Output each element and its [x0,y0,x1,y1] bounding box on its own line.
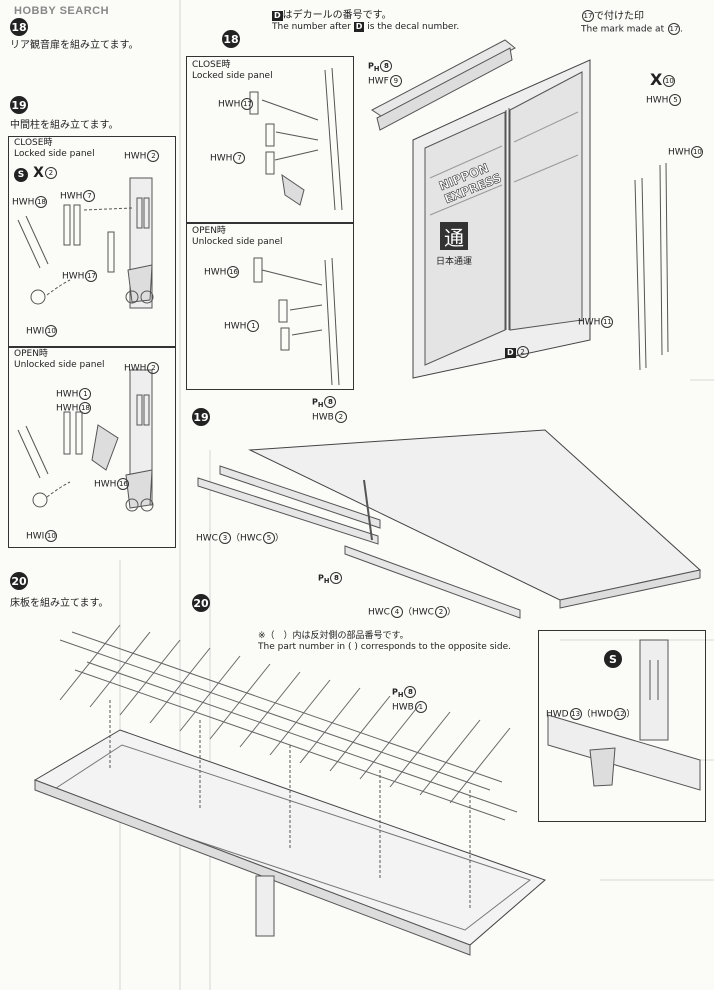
open-label: OPEN時 Unlocked side panel [192,226,283,247]
step-20-title: 床板を組み立てます。 [10,598,109,609]
panel-jp-text: 日本通運 [436,257,473,267]
step-18-title: リア観音扉を組み立てます。 [10,40,139,51]
close-label: CLOSE時 Locked side panel [192,60,273,81]
brand-text: HOBBY SEARCH [14,5,110,17]
close-label: CLOSE時 Locked side panel [14,138,95,159]
opposite-note: ※（ ）内は反対側の部品番号です。 The part number in ( )… [258,631,512,652]
step-19-close-box [8,136,176,348]
step-18-close-box [186,56,354,224]
step-20-number: 20 [10,572,28,590]
x-mark-icon: X [33,165,44,181]
decal-mark-icon: D [272,11,283,21]
step-18r-number: 18 [222,30,240,48]
step-19-title: 中間柱を組み立てます。 [10,120,119,131]
step-19-number: 19 [10,96,28,114]
step-20-inset-box [538,630,706,822]
open-label: OPEN時 Unlocked side panel [14,349,105,370]
step-18-open-box [186,222,354,390]
s-mark-icon: S [604,650,622,668]
step-19-open-box [8,346,176,548]
x-mark-icon: X [650,70,663,89]
s-mark-icon: S [14,168,28,182]
step-20r-number: 20 [192,594,210,612]
panel-logo-icon: 通 [440,222,468,250]
step-18-number: 18 [10,18,28,36]
step-19r-number: 19 [192,408,210,426]
brand-logo: HOBBY SEARCH [14,5,109,17]
